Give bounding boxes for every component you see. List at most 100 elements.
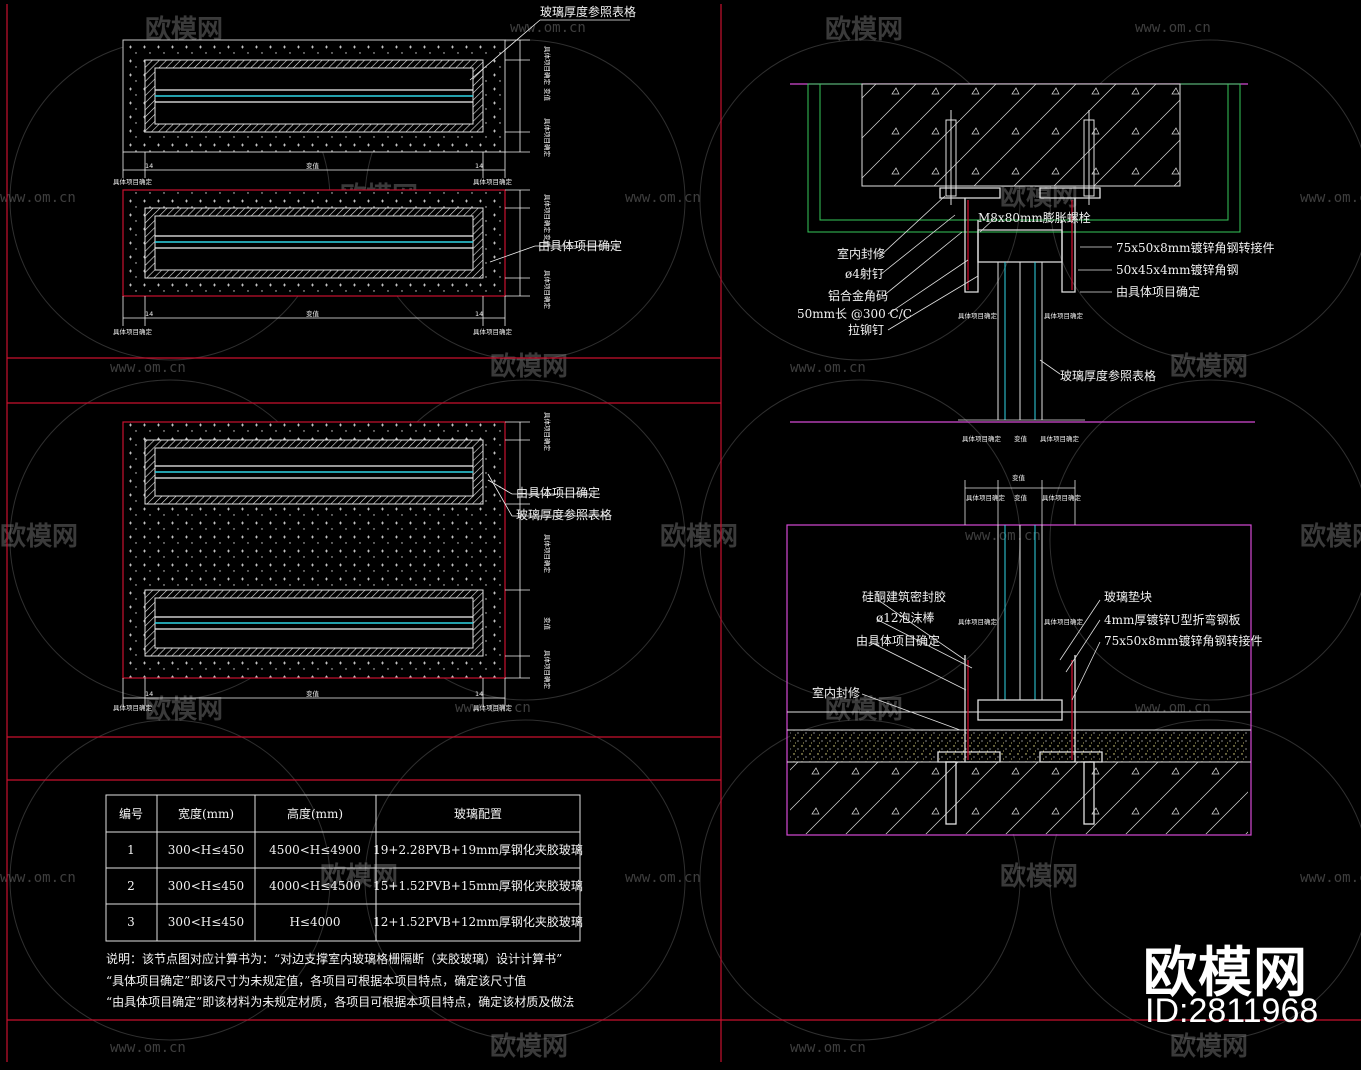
glass-spec-table: 编号 宽度(mm) 高度(mm) 玻璃配置 1 300<H≤450 4500<H… (105, 794, 583, 942)
glass-thickness-label: 玻璃厚度参照表格 (516, 507, 612, 522)
table-cell: 12+1.52PVB+12mm厚钢化夹胶玻璃 (373, 914, 583, 929)
watermark-brand: 欧模网 (825, 694, 903, 725)
watermark-brand: 欧模网 (490, 1031, 568, 1062)
watermark-url: www.om.cn (965, 528, 1041, 544)
label-glass-block: 玻璃垫块 (1104, 589, 1152, 604)
dim-14: 14 (145, 690, 153, 698)
table-cell: 300<H≤450 (168, 915, 244, 929)
brand-logo: 欧模网 (1143, 941, 1308, 1004)
dim-project: 具体项目确定 (1044, 617, 1084, 626)
watermark-url: www.om.cn (0, 190, 76, 206)
watermark-brand: 欧模网 (320, 861, 398, 892)
label-u-plate: 4mm厚镀锌U型折弯钢板 (1104, 612, 1241, 627)
watermark-brand: 欧模网 (0, 521, 78, 552)
dim-variable: 变值 (543, 234, 552, 248)
watermark-url: www.om.cn (625, 190, 701, 206)
watermark-brand: 欧模网 (660, 521, 738, 552)
table-cell: 19+2.28PVB+19mm厚钢化夹胶玻璃 (373, 842, 583, 857)
dim-14: 14 (145, 310, 153, 318)
label-nail: ø4射钉 (845, 266, 884, 281)
label-connector: 75x50x8mm镀锌角钢转接件 (1104, 633, 1262, 648)
watermark-url: www.om.cn (790, 360, 866, 376)
watermark-brand: 欧模网 (1300, 521, 1361, 552)
dim-project: 具体项目确定 (113, 327, 153, 336)
brand-id: ID:2811968 (1145, 992, 1319, 1030)
note-line: “具体项目确定”即该尺寸为未规定值，各项目可根据本项目特点，确定该尺寸值 (106, 973, 526, 988)
label-interior-finish: 室内封修 (812, 685, 860, 700)
detail-ceiling-section: 室内封修 ø4射钉 铝合金角码 50mm长 @300 C/C 拉铆钉 M8x80… (790, 83, 1274, 443)
label-steel-angle: 50x45x4mm镀锌角钢 (1116, 263, 1238, 277)
watermark-url: www.om.cn (110, 360, 186, 376)
dim-variable: 变值 (1012, 473, 1026, 482)
table-header: 玻璃配置 (454, 807, 502, 821)
label-spacing: 50mm长 @300 C/C (797, 307, 912, 321)
detail-floor-section: 变值 具体项目确定 变值 具体项目确定 具体项目确定 具体项目确定 硅酮建筑密封… (786, 473, 1262, 836)
dim-project: 具体项目确定 (1044, 311, 1084, 320)
dim-project: 具体项目确定 (543, 412, 552, 452)
label-connector: 75x50x8mm镀锌角钢转接件 (1116, 240, 1274, 255)
project-note-label: 由具体项目确定 (538, 238, 622, 253)
dim-14: 14 (145, 162, 153, 170)
label-project: 由具体项目确定 (856, 633, 940, 648)
dim-project: 具体项目确定 (543, 194, 552, 234)
detail-panel-middle: 具体项目确定 具体项目确定 变值 具体项目确定 14 14 变值 具体项目确定 … (113, 412, 612, 712)
watermark-url: www.om.cn (790, 1040, 866, 1056)
watermark-brand: 欧模网 (825, 14, 903, 45)
table-cell: 300<H≤450 (168, 843, 244, 857)
dim-project: 具体项目确定 (1040, 434, 1080, 443)
dim-project: 具体项目确定 (473, 703, 513, 712)
table-cell: H≤4000 (289, 915, 340, 929)
label-anchor-bolt: M8x80mm膨胀螺栓 (978, 210, 1091, 225)
watermark-url: www.om.cn (1135, 20, 1211, 36)
dim-project: 具体项目确定 (113, 703, 153, 712)
label-interior-finish: 室内封修 (837, 246, 885, 261)
glass-thickness-label: 玻璃厚度参照表格 (540, 4, 636, 19)
watermark-url: www.om.cn (1135, 700, 1211, 716)
label-rivet: 拉铆钉 (848, 322, 884, 337)
watermark-brand: 欧模网 (1170, 351, 1248, 382)
watermark-url: www.om.cn (110, 1040, 186, 1056)
dim-variable: 变值 (1014, 434, 1028, 443)
dim-project: 具体项目确定 (543, 118, 552, 158)
dim-project: 具体项目确定 (966, 493, 1006, 502)
label-project: 由具体项目确定 (1116, 284, 1200, 299)
watermark-brand: 欧模网 (490, 351, 568, 382)
watermark-brand: 欧模网 (1170, 1031, 1248, 1062)
dim-project: 具体项目确定 (543, 46, 552, 86)
detail-panel-top-2: 具体项目确定 变值 具体项目确定 14 14 变值 具体项目确定 具体项目确定 … (113, 189, 622, 336)
dim-variable: 变值 (1014, 493, 1028, 502)
dim-project: 具体项目确定 (958, 311, 998, 320)
watermark-url: www.om.cn (1300, 190, 1361, 206)
dim-variable: 变值 (543, 88, 552, 102)
label-glass-thickness: 玻璃厚度参照表格 (1060, 368, 1156, 383)
sheet-frame (6, 4, 1361, 1062)
watermark-brand: 欧模网 (1000, 861, 1078, 892)
dim-variable: 变值 (306, 689, 320, 698)
dim-14: 14 (475, 690, 483, 698)
note-line: “由具体项目确定”即该材料为未规定材质，各项目可根据本项目特点，确定该材质及做法 (106, 994, 574, 1009)
table-cell: 4000<H≤4500 (269, 879, 361, 893)
table-cell: 3 (127, 915, 135, 929)
table-cell: 1 (127, 843, 135, 857)
label-sealant: 硅酮建筑密封胶 (862, 589, 946, 604)
watermark-url: www.om.cn (455, 700, 531, 716)
dim-project: 具体项目确定 (1042, 493, 1082, 502)
dim-14: 14 (475, 162, 483, 170)
table-cell: 300<H≤450 (168, 879, 244, 893)
table-header: 编号 (119, 806, 143, 821)
table-cell: 4500<H≤4900 (269, 843, 361, 857)
dim-variable: 变值 (306, 309, 320, 318)
detail-panel-top-1: 具体项目确定 变值 具体项目确定 14 14 变值 具体项目确定 具体项目确定 … (113, 4, 636, 186)
dim-project: 具体项目确定 (473, 177, 513, 186)
watermark-url: www.om.cn (1300, 870, 1361, 886)
watermark-url: www.om.cn (0, 870, 76, 886)
table-cell: 2 (127, 879, 135, 893)
note-line: 说明：该节点图对应计算书为：“对边支撑室内玻璃格栅隔断（夹胶玻璃）设计计算书” (106, 951, 562, 966)
watermark-brand: 欧模网 (145, 694, 223, 725)
watermark-url: www.om.cn (510, 20, 586, 36)
watermark-url: www.om.cn (625, 870, 701, 886)
label-foam-rod: ø12泡沫棒 (876, 611, 935, 625)
dim-project: 具体项目确定 (543, 534, 552, 574)
table-header: 高度(mm) (287, 806, 343, 821)
project-note-label: 由具体项目确定 (516, 485, 600, 500)
